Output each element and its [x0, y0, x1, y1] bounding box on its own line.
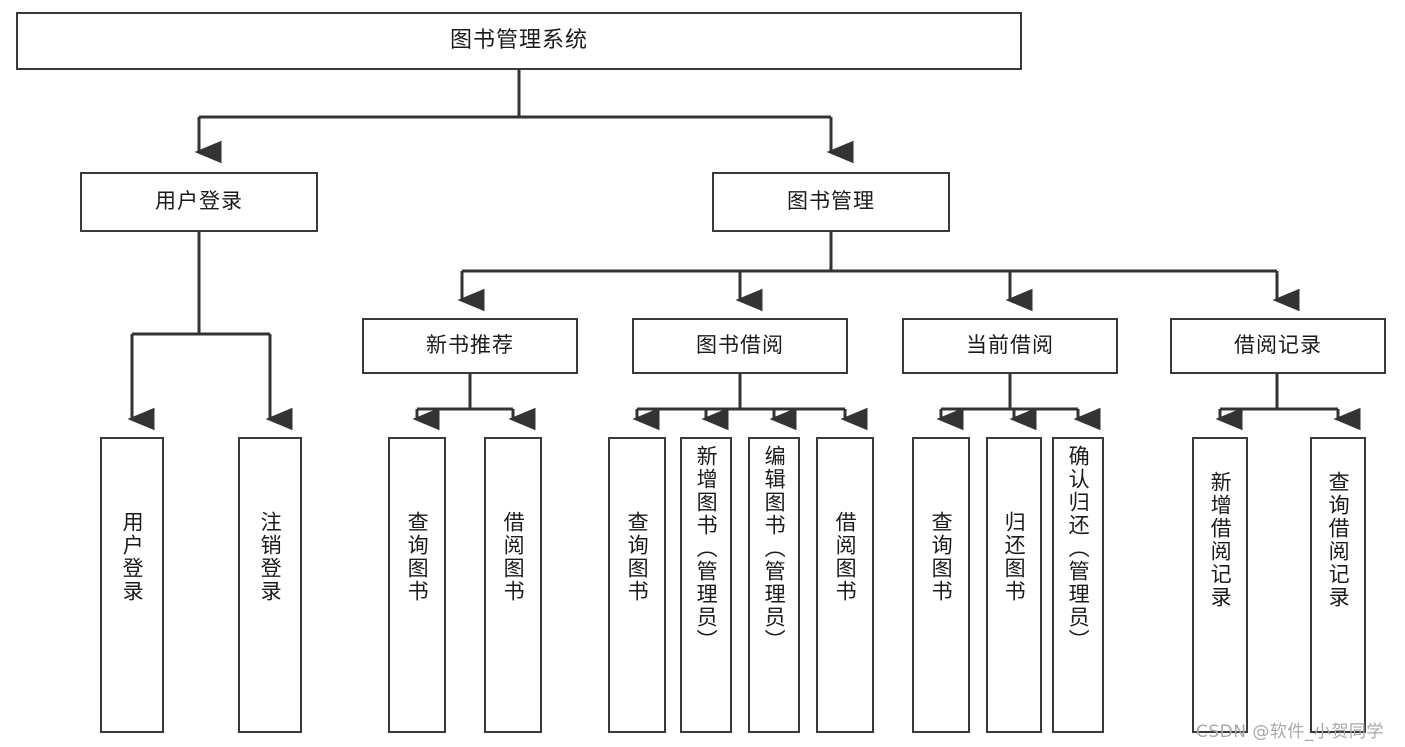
- node-leaf-logout[interactable]: 注销登录: [238, 437, 302, 733]
- node-leaf-query-book-borrow-label: 查询图书: [625, 511, 650, 603]
- node-leaf-logout-label: 注销登录: [258, 511, 283, 603]
- node-leaf-add-borrow-record-label: 新增借阅记录: [1208, 471, 1233, 609]
- csdn-watermark: CSDN @软件_小贺同学: [1196, 722, 1384, 742]
- node-leaf-user-login-label: 用户登录: [120, 511, 145, 603]
- node-user-login[interactable]: 用户登录: [80, 172, 318, 232]
- node-book-manage-label: 图书管理: [787, 189, 875, 214]
- node-current-borrow[interactable]: 当前借阅: [902, 318, 1118, 374]
- node-root[interactable]: 图书管理系统: [16, 12, 1022, 70]
- node-leaf-borrow-book-recommendation[interactable]: 借阅图书: [484, 437, 542, 733]
- node-new-book-recommendation-label: 新书推荐: [426, 333, 514, 358]
- node-root-label: 图书管理系统: [449, 27, 588, 53]
- node-book-borrow[interactable]: 图书借阅: [632, 318, 848, 374]
- node-leaf-return-book-label: 归还图书: [1002, 511, 1027, 603]
- node-leaf-edit-book-label: 编辑图书（管理员）: [762, 445, 787, 652]
- node-borrow-record[interactable]: 借阅记录: [1170, 318, 1386, 374]
- node-leaf-query-book-borrow[interactable]: 查询图书: [608, 437, 666, 733]
- node-leaf-query-borrow-record[interactable]: 查询借阅记录: [1310, 437, 1366, 733]
- node-leaf-borrow-book-label: 借阅图书: [833, 511, 858, 603]
- node-leaf-query-book-current[interactable]: 查询图书: [912, 437, 970, 733]
- node-leaf-edit-book[interactable]: 编辑图书（管理员）: [748, 437, 800, 733]
- node-leaf-add-book-label: 新增图书（管理员）: [694, 445, 719, 652]
- node-leaf-borrow-book-recommendation-label: 借阅图书: [501, 511, 526, 603]
- node-leaf-confirm-return[interactable]: 确认归还（管理员）: [1052, 437, 1104, 733]
- node-leaf-borrow-book[interactable]: 借阅图书: [816, 437, 874, 733]
- node-leaf-confirm-return-label: 确认归还（管理员）: [1066, 445, 1091, 652]
- node-leaf-query-book-recommendation-label: 查询图书: [405, 511, 430, 603]
- node-current-borrow-label: 当前借阅: [966, 333, 1054, 358]
- node-leaf-query-book-recommendation[interactable]: 查询图书: [388, 437, 446, 733]
- node-leaf-return-book[interactable]: 归还图书: [986, 437, 1042, 733]
- node-leaf-add-book[interactable]: 新增图书（管理员）: [680, 437, 732, 733]
- node-book-manage[interactable]: 图书管理: [712, 172, 950, 232]
- node-user-login-label: 用户登录: [155, 189, 243, 214]
- node-leaf-add-borrow-record[interactable]: 新增借阅记录: [1192, 437, 1248, 733]
- node-book-borrow-label: 图书借阅: [696, 333, 784, 358]
- node-borrow-record-label: 借阅记录: [1234, 333, 1322, 358]
- node-leaf-query-borrow-record-label: 查询借阅记录: [1326, 471, 1351, 609]
- node-leaf-user-login[interactable]: 用户登录: [100, 437, 164, 733]
- node-leaf-query-book-current-label: 查询图书: [929, 511, 954, 603]
- node-new-book-recommendation[interactable]: 新书推荐: [362, 318, 578, 374]
